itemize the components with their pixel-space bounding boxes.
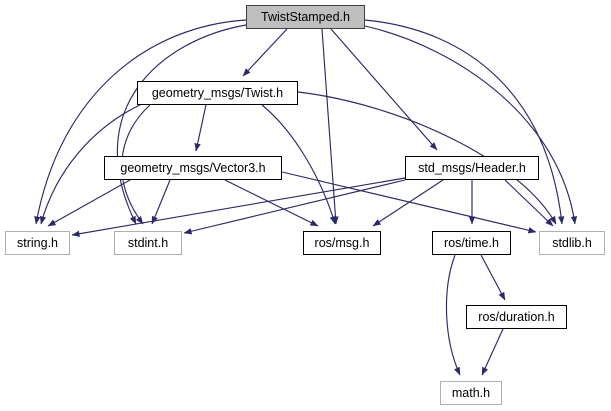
node-ros-time-h[interactable]: ros/time.h <box>432 231 511 255</box>
node-twiststamped[interactable]: TwistStamped.h <box>246 5 365 29</box>
edge-header-stdlib <box>504 179 554 227</box>
node-stdlib-h[interactable]: stdlib.h <box>539 231 605 255</box>
edge-twiststamped-stdint <box>116 24 247 225</box>
node-ros-duration-h[interactable]: ros/duration.h <box>466 305 567 329</box>
edge-twist-stdlib <box>297 91 557 225</box>
edge-twiststamped-header <box>330 28 438 151</box>
edge-twiststamped-twist <box>242 28 288 77</box>
edge-rostime-rosduration <box>480 254 506 301</box>
node-math-h[interactable]: math.h <box>440 381 502 405</box>
edge-header-string <box>71 177 406 237</box>
edge-twist-vector3 <box>194 104 207 152</box>
node-geometry-msgs-vector3[interactable]: geometry_msgs/Vector3.h <box>104 156 282 180</box>
node-string-h[interactable]: string.h <box>5 231 70 255</box>
node-ros-msg-h[interactable]: ros/msg.h <box>303 231 381 255</box>
edge-twiststamped-stdlib-a <box>364 19 565 225</box>
edge-vector3-string <box>47 179 131 227</box>
edge-twiststamped-stdlib-b <box>364 25 578 225</box>
edge-twiststamped-rosmsg <box>321 28 339 225</box>
node-geometry-msgs-twist[interactable]: geometry_msgs/Twist.h <box>137 81 298 105</box>
edge-header-stdint <box>183 179 406 235</box>
node-stdint-h[interactable]: stdint.h <box>114 231 182 255</box>
edge-rostime-math <box>445 254 461 376</box>
edge-vector3-rosmsg <box>224 179 319 227</box>
edge-rosduration-math <box>481 328 504 376</box>
edge-twist-string <box>39 104 141 225</box>
node-std-msgs-header[interactable]: std_msgs/Header.h <box>405 156 539 180</box>
edge-header-rosmsg <box>372 179 444 227</box>
edge-vector3-stdint <box>151 179 171 225</box>
edge-twist-rosmsg <box>261 104 336 225</box>
edge-twiststamped-string <box>34 19 247 225</box>
